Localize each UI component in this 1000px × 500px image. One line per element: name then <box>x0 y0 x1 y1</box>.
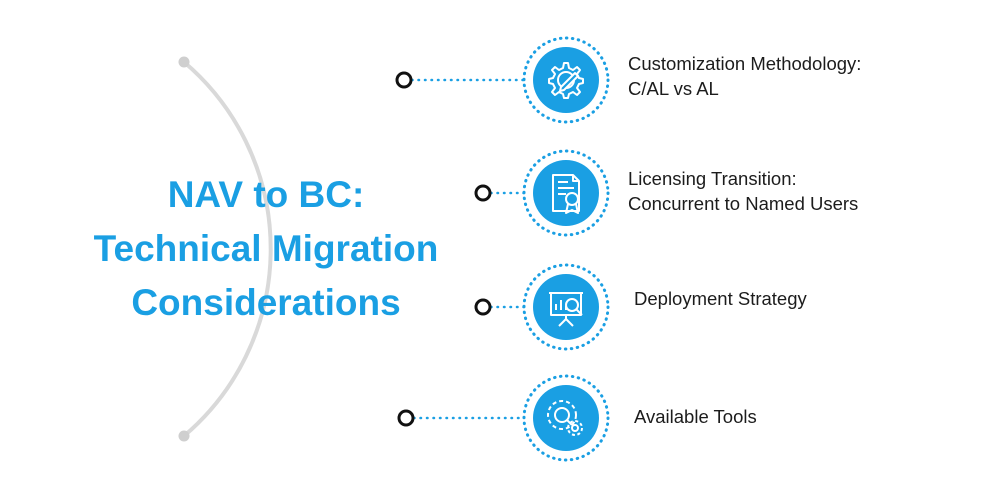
arc-end-dot-top <box>178 56 190 68</box>
arc-node-1 <box>395 71 413 89</box>
item-3-label: Deployment Strategy <box>634 286 807 311</box>
arc-node-4 <box>397 409 415 427</box>
item-4-label: Available Tools <box>634 404 757 429</box>
item-4-line-1: Available Tools <box>634 406 757 427</box>
arc-end-dot-bottom <box>178 430 190 442</box>
item-1-line-2: C/AL vs AL <box>628 78 719 99</box>
badge-3 <box>522 263 610 351</box>
title-line-2: Technical Migration <box>93 228 439 269</box>
item-2-line-2: Concurrent to Named Users <box>628 193 859 214</box>
gears-search-icon <box>547 400 583 436</box>
item-1-label: Customization Methodology: C/AL vs AL <box>628 51 861 101</box>
title-line-1: NAV to BC: <box>167 174 365 215</box>
badge-2 <box>522 149 610 237</box>
item-2-line-1: Licensing Transition: <box>628 168 797 189</box>
certificate-icon <box>552 174 580 214</box>
badge-4 <box>522 374 610 462</box>
title-line-3: Considerations <box>131 282 401 323</box>
badge-1 <box>522 36 610 124</box>
arc-node-2 <box>474 184 492 202</box>
item-1-line-1: Customization Methodology: <box>628 53 862 74</box>
presentation-chart-icon <box>549 292 583 327</box>
main-arc <box>182 60 273 438</box>
diagram-title: NAV to BC: Technical Migration Considera… <box>40 168 492 330</box>
arc-node-3 <box>474 298 492 316</box>
item-3-line-1: Deployment Strategy <box>634 288 807 309</box>
settings-pencil-icon <box>548 62 584 99</box>
item-2-label: Licensing Transition: Concurrent to Name… <box>628 166 858 216</box>
